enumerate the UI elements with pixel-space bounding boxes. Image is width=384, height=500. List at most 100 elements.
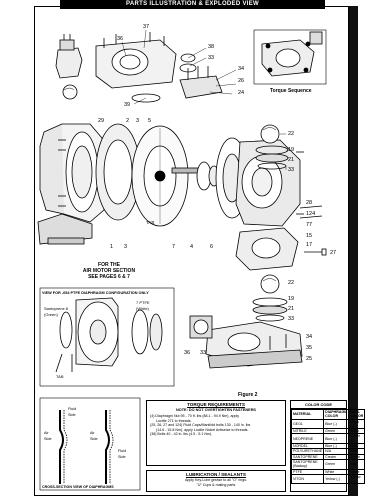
callout-3-top: 3 xyxy=(136,118,140,124)
callout-19-bottom: 19 xyxy=(288,296,295,302)
right-ball-and-seats xyxy=(255,124,289,170)
figure-label: Figure 2 xyxy=(238,392,258,398)
lubrication-box: LUBRICATION / SEALANTS Apply Key-Lube gr… xyxy=(146,470,286,492)
header-diaphragm-color: DIAPHRAGM COLOR xyxy=(323,409,350,420)
color-code-title: COLOR CODE xyxy=(291,401,346,409)
table-cell: NEOPRENE xyxy=(290,433,325,445)
callout-35: 35 xyxy=(306,345,313,351)
lube-title: LUBRICATION / SEALANTS xyxy=(186,472,246,477)
leader-lines xyxy=(121,29,289,170)
ptfe-box-title: VIEW FOR -054 PTFE DIAPHRAGM CONFIGURATI… xyxy=(42,291,149,295)
callout-21-bottom: 21 xyxy=(288,306,295,312)
torque-line: Loctite 271 to threads. xyxy=(156,418,192,423)
torque-line: (4) Diaphragm Nut 95 - 70 ft. lbs (88.1 … xyxy=(150,414,240,418)
table-cell: Black xyxy=(348,428,366,435)
callout-1: 1 xyxy=(110,244,114,250)
callout-25: 25 xyxy=(306,356,313,362)
table-cell: Blue xyxy=(348,443,366,450)
ptfe-white-label: 7 PTFE (White) xyxy=(136,300,150,311)
color-code-box: COLOR CODE MATERIAL DIAPHRAGM COLOR BALL… xyxy=(290,400,366,492)
callout-2-top: 2 xyxy=(126,118,130,124)
callout-4: 4 xyxy=(190,244,194,250)
lube-line-1: Apply Key-Lube grease to all "O" rings. xyxy=(184,478,248,482)
santoprene-label: Santoprene 8 (Green) xyxy=(44,306,69,317)
torque-line: (14.6 - 15.8 Nm), apply Loctite Nickel A… xyxy=(156,427,249,432)
table-cell: Black (-) xyxy=(348,418,366,430)
table-cell: VITON xyxy=(290,473,325,485)
table-cell: SANTOPRENE (Backup) xyxy=(290,458,325,470)
lower-manifold-right xyxy=(235,227,299,271)
callout-22-bottom: 22 xyxy=(288,280,295,286)
callout-33-top: 33 xyxy=(208,55,215,61)
cross-air-side-1: Air Side xyxy=(44,431,52,441)
lube-line-2: "U" Cups & mating parts xyxy=(196,483,236,487)
callout-33-mid: 33 xyxy=(288,167,295,173)
cross-fluid-side-1: Fluid Side xyxy=(68,407,77,417)
callout-tab: TAB xyxy=(146,220,155,225)
diagram-frame xyxy=(34,6,349,496)
color-code-header-row: MATERIAL DIAPHRAGM COLOR BALL COLOR xyxy=(290,409,366,420)
callout-36: 36 xyxy=(117,36,124,42)
air-motor-center-body xyxy=(95,123,220,227)
callout-33-lower: 33 xyxy=(200,350,207,356)
torque-line: (25, 26, 27 and 124) Fluid Caps/Manifold… xyxy=(150,423,251,428)
table-cell: N/A xyxy=(348,458,366,470)
table-cell: Blue (-) xyxy=(323,443,350,450)
table-cell: POLYURETHANE xyxy=(290,448,325,455)
callout-7: 7 xyxy=(172,244,176,250)
table-cell: GEOL xyxy=(290,418,325,430)
callout-22-top: 22 xyxy=(288,131,295,137)
torque-lines: (4) Diaphragm Nut 95 - 70 ft. lbs (88.1 … xyxy=(147,413,285,438)
callout-27: 27 xyxy=(330,250,337,256)
table-cell: Green xyxy=(323,458,350,470)
table-cell: Rust xyxy=(348,448,366,455)
callout-34-bottom: 34 xyxy=(306,334,313,340)
diaphragm-cross-section-drawing xyxy=(39,397,141,491)
lower-ball-and-seats xyxy=(189,274,303,369)
table-cell: Green (-) xyxy=(348,433,366,445)
torque-sequence-label: Torque Sequence xyxy=(270,88,312,94)
color-code-table: MATERIAL DIAPHRAGM COLOR BALL COLOR GEOL… xyxy=(290,409,366,485)
callout-33-bottom: 33 xyxy=(288,316,295,322)
torque-title: TORQUE REQUIREMENTS xyxy=(187,402,245,407)
callout-29: 29 xyxy=(98,118,105,124)
callout-34: 34 xyxy=(238,66,245,72)
callout-26: 26 xyxy=(238,78,245,84)
ptfe-diaphragm-detail xyxy=(39,287,175,387)
ptfe-tab-label: TAB xyxy=(56,374,64,379)
header-material: MATERIAL xyxy=(290,409,325,420)
cross-section-title: CROSS-SECTION VIEW OF DIAPHRAGMS xyxy=(42,485,114,489)
table-cell: Yellow (-) xyxy=(348,473,366,485)
left-fluid-cap-assembly xyxy=(37,123,105,245)
callout-3-bottom: 3 xyxy=(124,244,128,250)
callout-39: 39 xyxy=(124,102,131,108)
callout-5: 5 xyxy=(148,118,152,124)
page-banner: PARTS ILLUSTRATION & EXPLODED VIEW xyxy=(60,0,325,9)
callout-21-top: 21 xyxy=(288,157,295,163)
callout-15: 15 xyxy=(306,233,313,239)
table-cell: White xyxy=(323,468,350,475)
side-tab-bar xyxy=(349,6,358,496)
callout-6: 6 xyxy=(210,244,214,250)
upper-manifold-assembly xyxy=(55,32,223,103)
torque-line: (38) Bolts 40 - 42 in. lbs (4.5 - 5.1 Nm… xyxy=(150,432,213,437)
table-cell: Blue (-) xyxy=(323,418,350,430)
table-cell: Green xyxy=(323,428,350,435)
table-cell: Green xyxy=(348,453,366,460)
callout-36-bottom: 36 xyxy=(184,350,191,356)
table-cell: White xyxy=(348,468,366,475)
callout-19-top: 19 xyxy=(288,147,295,153)
torque-sequence-drawing xyxy=(253,29,327,85)
callout-28: 28 xyxy=(306,200,313,206)
